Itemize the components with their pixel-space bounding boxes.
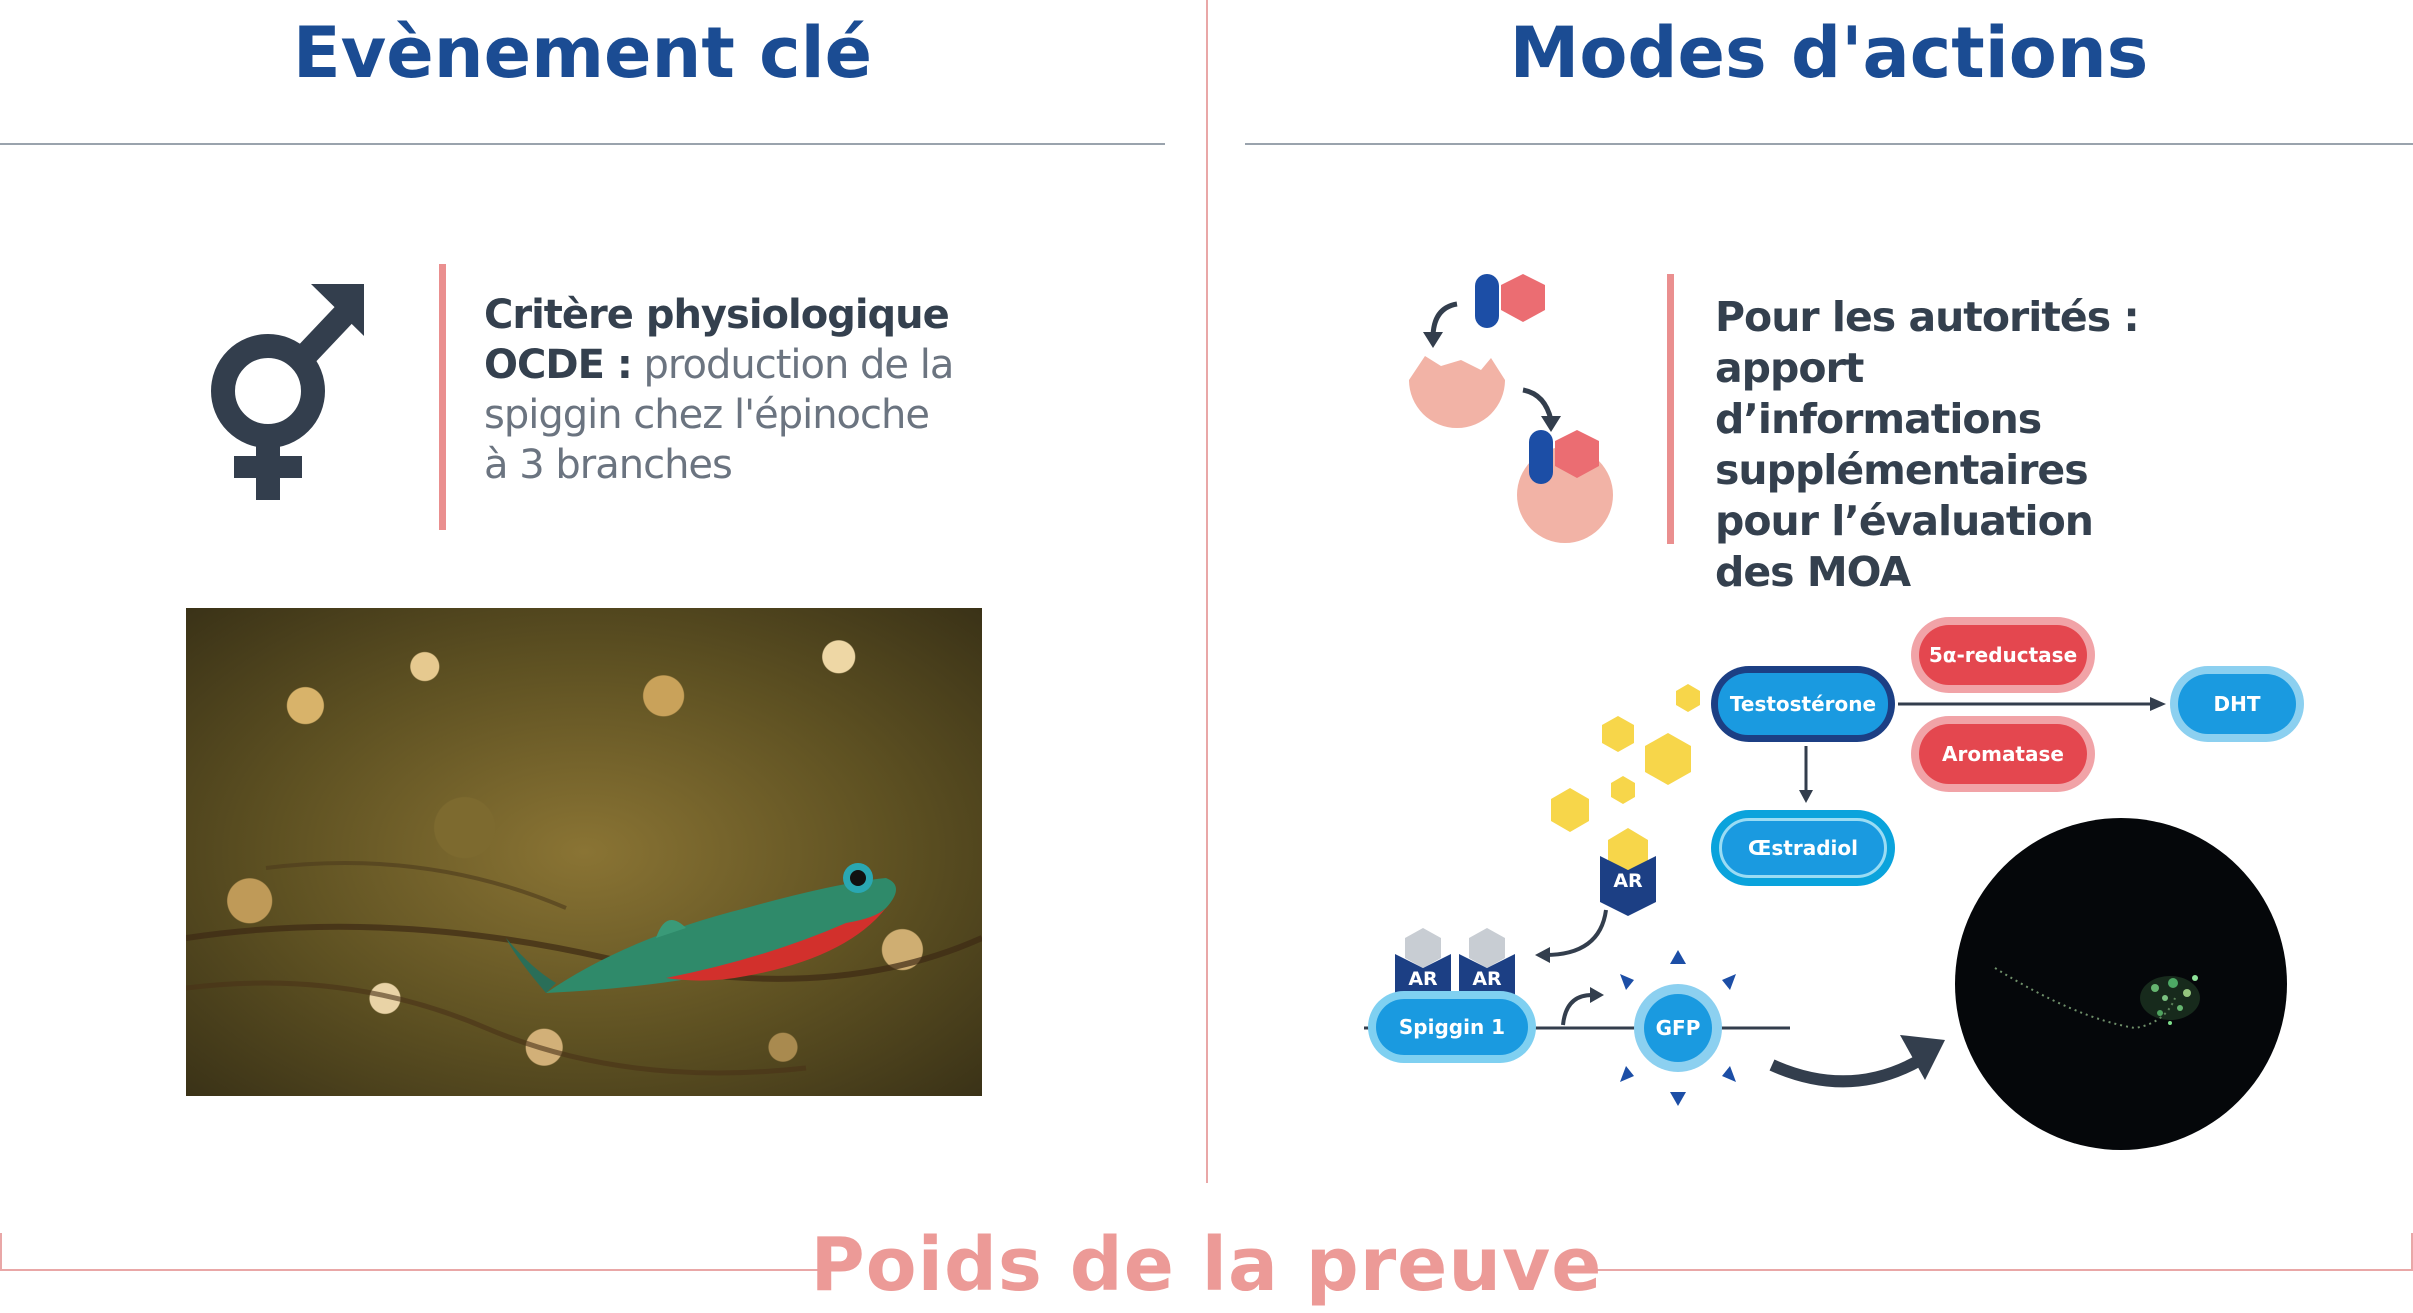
reductase-node: 5α-reductase <box>1911 617 2095 693</box>
bound-ar-label-2: AR <box>1472 968 1502 990</box>
spiggin-label: Spiggin 1 <box>1398 1015 1506 1039</box>
dht-label: DHT <box>2213 692 2261 716</box>
footer-tick-right <box>2411 1233 2413 1269</box>
footer-line-right <box>1582 1269 2413 1271</box>
spiggin-node: Spiggin 1 <box>1368 991 1536 1063</box>
right-title-underline <box>1245 143 2413 145</box>
footer-line-left <box>0 1269 830 1271</box>
left-title: Evènement clé <box>292 12 873 94</box>
hexagon <box>1602 716 1634 752</box>
gfp-glow-icon <box>1620 950 1736 1106</box>
hexagon <box>1611 776 1635 804</box>
right-text-accent-bar <box>1667 274 1674 544</box>
hexagon <box>1676 684 1700 712</box>
left-title-underline <box>0 143 1165 145</box>
free-androgen-receptor-icon <box>1600 830 1656 916</box>
aromatase-label: Aromatase <box>1942 742 2064 766</box>
reductase-label: 5α-reductase <box>1928 643 2078 667</box>
dht-node: DHT <box>2170 666 2304 742</box>
right-title: Modes d'actions <box>1509 12 2149 94</box>
estradiol-node: Œstradiol <box>1711 810 1895 886</box>
footer-title: Poids de la preuve <box>810 1222 1603 1308</box>
left-description-bold: Critère physiologique OCDE : <box>484 292 950 388</box>
center-divider <box>1206 0 1208 1183</box>
left-text-accent-bar <box>439 264 446 530</box>
male-female-symbol-icon <box>211 284 364 500</box>
left-description: Critère physiologique OCDE : production … <box>484 290 964 490</box>
free-ar-label: AR <box>1613 870 1643 892</box>
aromatase-node: Aromatase <box>1911 716 2095 792</box>
estradiol-label: Œstradiol <box>1748 836 1858 860</box>
right-description: Pour les autorités : apport d’informatio… <box>1715 293 2140 596</box>
left-description-light: production de la spiggin chez l'épinoche… <box>484 342 954 488</box>
three-spined-stickleback-photo <box>186 608 982 1096</box>
hexagon <box>1645 733 1691 785</box>
footer-tick-left <box>0 1233 2 1269</box>
gfp-label: GFP <box>1655 1016 1701 1040</box>
testosterone-label: Testostérone <box>1729 692 1877 716</box>
testosterone-node: Testostérone <box>1711 666 1895 742</box>
fluorescent-embryo-image <box>1955 818 2287 1150</box>
receptor-binding-icon <box>1409 274 1613 543</box>
bound-ar-label-1: AR <box>1408 968 1438 990</box>
hexagon <box>1551 788 1589 832</box>
